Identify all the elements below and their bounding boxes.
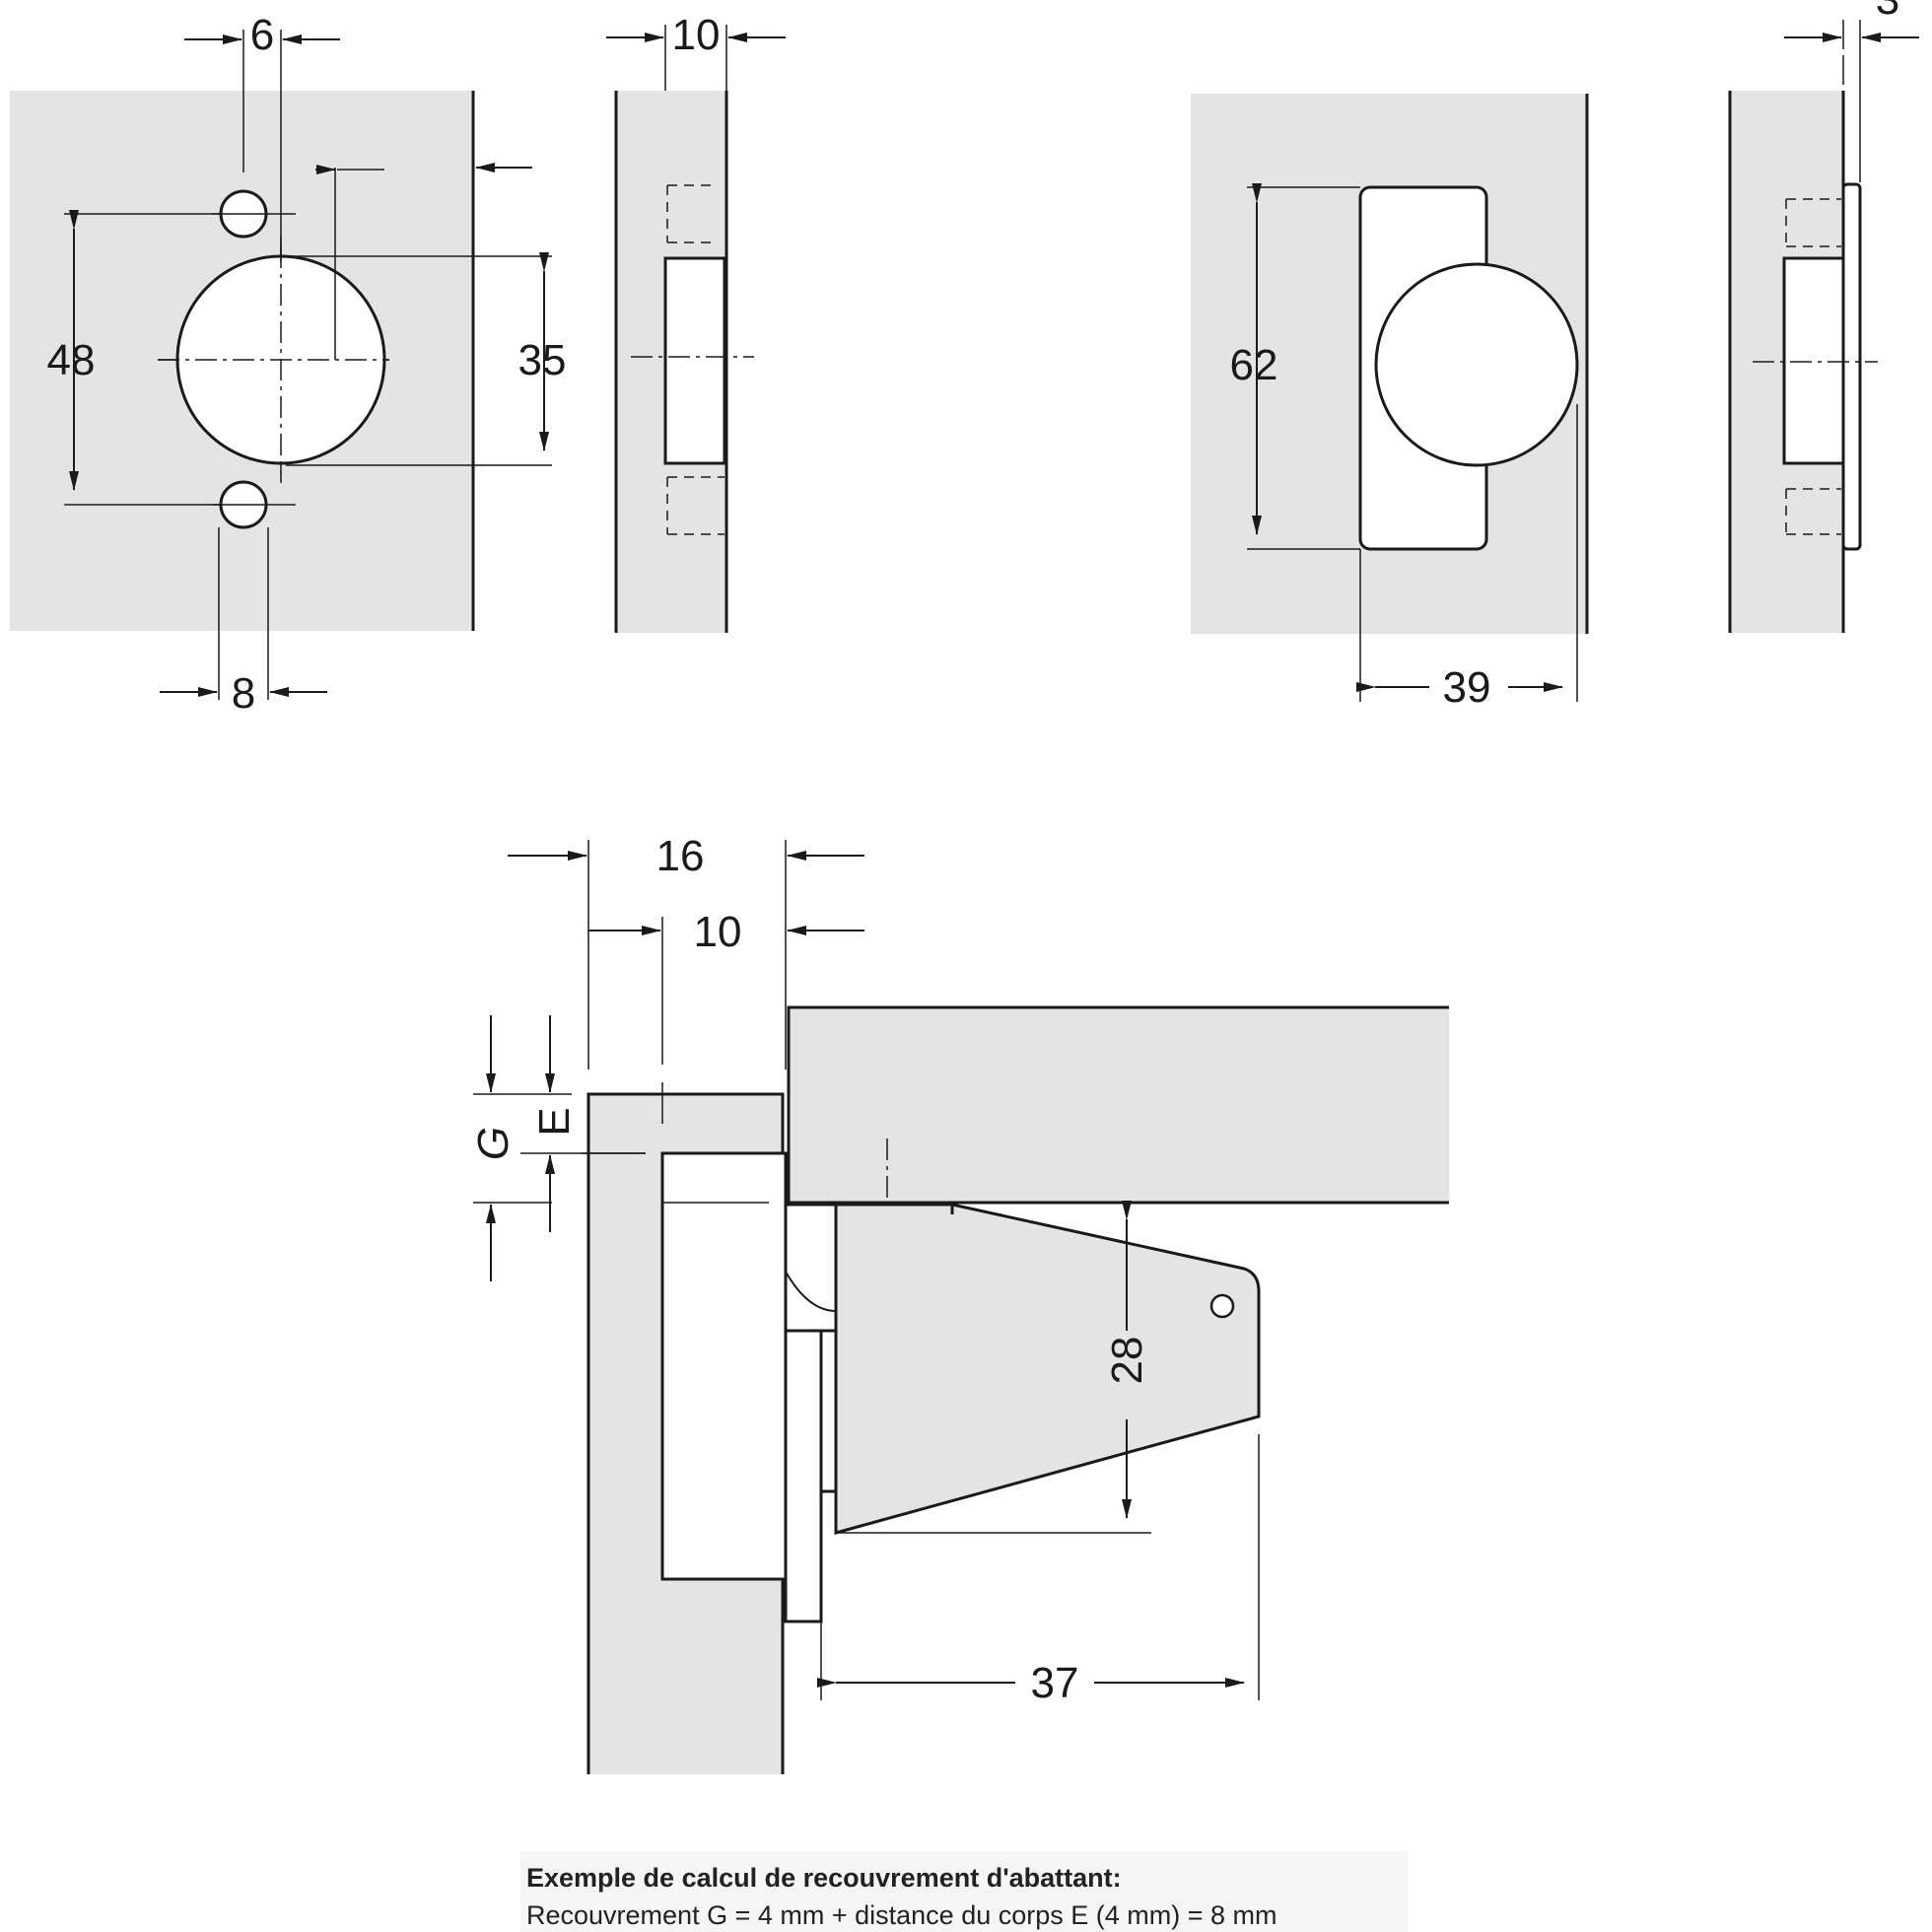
hinge-flange-plate xyxy=(784,1329,823,1623)
dim-cup-diameter: 35 xyxy=(518,336,567,384)
cup-section xyxy=(1782,256,1845,465)
mounting-screw-hole xyxy=(1209,1293,1235,1319)
view-hinge-cup-section: 3 xyxy=(1728,0,1919,633)
dim-hole-offset: 6 xyxy=(250,11,274,59)
dim-arm-height: 28 xyxy=(1103,1337,1151,1385)
dim-hinge-depth: 10 xyxy=(694,908,742,956)
hinge-arm-body xyxy=(819,1329,838,1493)
calculation-note: Exemple de calcul de recouvrement d'abat… xyxy=(520,1851,1408,1932)
mounting-plate xyxy=(834,1203,1261,1535)
cup-body-circle xyxy=(1374,262,1579,467)
dim-hole-diameter: 8 xyxy=(232,669,255,718)
dim-arm-length: 37 xyxy=(1031,1659,1079,1707)
hinge-knuckle xyxy=(784,1203,838,1333)
cabinet-top-panel xyxy=(789,1007,1449,1203)
view-door-section: 10 xyxy=(606,11,786,633)
flange-edge xyxy=(1841,182,1862,551)
view-assembly-side: 28 37 16 10 G E xyxy=(469,832,1449,1774)
dim-distance-e: E xyxy=(530,1107,579,1136)
dim-overlay-g: G xyxy=(469,1127,518,1160)
dim-flange-width: 39 xyxy=(1443,663,1491,712)
view-hinge-cup-front: 62 39 xyxy=(1191,94,1589,712)
dim-cup-depth: 10 xyxy=(672,11,721,59)
note-title: Exemple de calcul de recouvrement d'abat… xyxy=(526,1863,1122,1893)
view-door-drilling-front: 6 48 35 8 xyxy=(10,11,566,718)
dim-door-thickness: 16 xyxy=(656,832,705,880)
hinge-cup-in-door xyxy=(660,1151,788,1581)
cup-bore-section xyxy=(663,256,726,465)
note-formula: Recouvrement G = 4 mm + distance du corp… xyxy=(526,1900,1277,1930)
dim-flange-height: 62 xyxy=(1230,341,1278,389)
dim-flange-thickness: 3 xyxy=(1876,0,1899,24)
dim-hole-spacing: 48 xyxy=(47,336,96,384)
